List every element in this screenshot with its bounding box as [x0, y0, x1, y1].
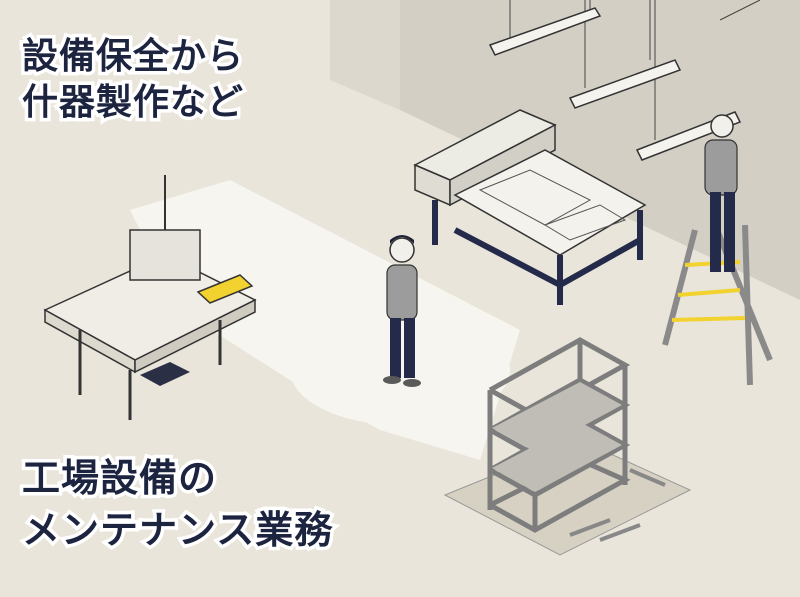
headline-bottom-line2: メンテナンス業務 [18, 505, 335, 556]
headline-top-line2: 什器製作など [18, 79, 246, 127]
headline-bottom: 工場設備の メンテナンス業務 [18, 452, 335, 556]
fluorescent-tubes [488, 7, 742, 161]
headline-top: 設備保全から 什器製作など [18, 33, 246, 127]
loose-tools [569, 468, 666, 542]
headline-top-line1: 設備保全から [18, 33, 246, 81]
sewing-table [43, 175, 257, 420]
ladder-worker [704, 114, 738, 272]
standing-worker [383, 235, 421, 387]
side-wall [330, 0, 400, 110]
back-wall [400, 0, 800, 300]
cutting-plotter [413, 109, 647, 305]
headline-bottom-line1: 工場設備の [18, 453, 219, 504]
rack-shelves [492, 382, 622, 492]
metal-rack [487, 337, 631, 533]
